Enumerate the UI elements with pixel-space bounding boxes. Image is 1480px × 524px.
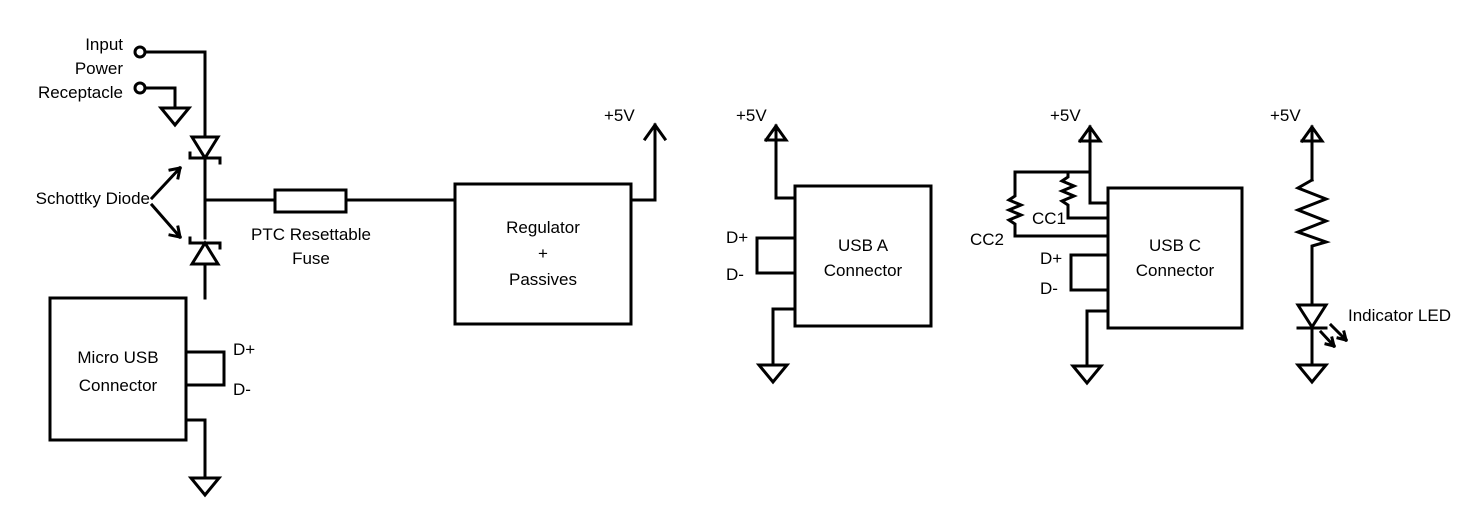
regulator-box — [453, 182, 633, 326]
input-label-line2: Power — [75, 59, 124, 78]
regulator-label-line1: Regulator — [506, 218, 580, 237]
input-positive-wire — [143, 50, 207, 139]
input-ground-symbol — [157, 106, 193, 128]
usb-a-ground-wire — [771, 307, 797, 367]
input-power-receptacle: Input Power Receptacle — [38, 35, 207, 139]
fuse-label-line2: Fuse — [292, 249, 330, 268]
input-label-line3: Receptacle — [38, 83, 123, 102]
usb-c-rail-label: +5V — [1050, 106, 1081, 125]
regulator-block: Regulator + Passives +5V — [453, 106, 668, 326]
micro-usb-data-loop — [184, 350, 226, 387]
schottky-label-group: Schottky Diode — [36, 165, 183, 240]
regulator-label-line3: Passives — [509, 270, 577, 289]
usb-a-dplus-label: D+ — [726, 228, 748, 247]
usb-a-box — [793, 184, 933, 328]
input-ground-wire — [143, 86, 177, 110]
led-emission-arrow-2 — [1328, 322, 1349, 343]
led-resistor — [1293, 177, 1331, 307]
regulator-label-line2: + — [538, 244, 548, 263]
micro-usb-ground-wire — [184, 418, 207, 480]
schottky-pointer-bottom — [149, 202, 183, 240]
ptc-fuse: PTC Resettable Fuse — [203, 188, 457, 268]
micro-usb-dplus-label: D+ — [233, 340, 255, 359]
micro-usb-label-line1: Micro USB — [77, 348, 158, 367]
led-emission-arrow-1 — [1318, 329, 1337, 349]
schottky-pointer-top — [149, 165, 183, 201]
led-rail-label: +5V — [1270, 106, 1301, 125]
input-label-line1: Input — [85, 35, 123, 54]
micro-usb-ground-symbol — [187, 476, 223, 498]
usb-a-label-line1: USB A — [838, 236, 889, 255]
schottky-diode-label: Schottky Diode — [36, 189, 150, 208]
usb-a-dminus-label: D- — [726, 265, 744, 284]
usb-a-5v-arrow — [763, 123, 789, 200]
led-label: Indicator LED — [1348, 306, 1451, 325]
led-diode-triangle — [1295, 303, 1329, 330]
usb-c-ground-wire — [1085, 309, 1110, 368]
usb-a-label-line2: Connector — [824, 261, 903, 280]
usb-c-label-line1: USB C — [1149, 236, 1201, 255]
usb-a-data-loop — [755, 236, 797, 275]
led-ground-symbol — [1294, 363, 1330, 385]
usb-a-rail-label: +5V — [736, 106, 767, 125]
micro-usb-box — [48, 296, 188, 442]
usb-a-connector: +5V USB A Connector D+ D- — [726, 106, 933, 385]
micro-usb-dminus-label: D- — [233, 380, 251, 399]
usb-c-dminus-label: D- — [1040, 279, 1058, 298]
usb-c-cc1-label: CC1 — [1032, 209, 1066, 228]
usb-c-dplus-label: D+ — [1040, 249, 1062, 268]
schottky-diode-bottom — [188, 236, 222, 300]
cc2-resistor — [1005, 170, 1110, 238]
indicator-led-circuit: +5V Indicator LED — [1270, 106, 1451, 385]
usb-c-box — [1106, 186, 1244, 330]
regulator-5v-arrow — [629, 122, 668, 202]
usb-c-5v-arrow — [1077, 124, 1103, 205]
schottky-diode-top — [188, 135, 222, 240]
led-5v-arrow — [1299, 124, 1325, 182]
regulator-rail-label: +5V — [604, 106, 635, 125]
usb-c-cc2-label: CC2 — [970, 230, 1004, 249]
usb-a-ground-symbol — [755, 363, 791, 385]
micro-usb-label-line2: Connector — [79, 376, 158, 395]
usb-c-data-loop — [1069, 253, 1110, 292]
micro-usb-connector: Micro USB Connector D+ D- — [48, 296, 255, 498]
cc1-resistor — [1058, 170, 1110, 220]
ptc-fuse-body — [273, 188, 348, 214]
fuse-label-line1: PTC Resettable — [251, 225, 371, 244]
usb-c-label-line2: Connector — [1136, 261, 1215, 280]
usb-c-connector: +5V USB C Connector CC1 CC2 D+ D- — [970, 106, 1244, 386]
usb-c-ground-symbol — [1069, 364, 1105, 386]
